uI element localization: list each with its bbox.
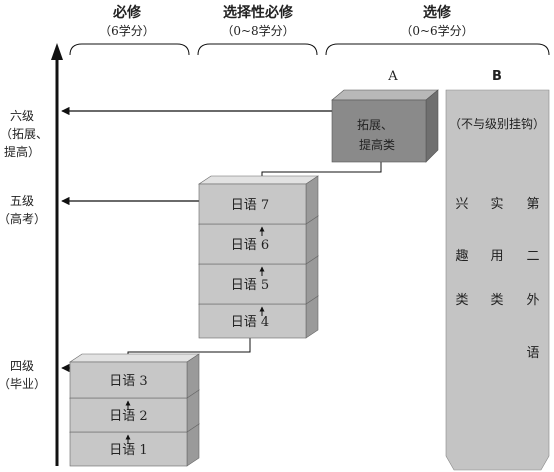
- svg-text:（高考）: （高考）: [0, 211, 46, 226]
- elective-a-block: 拓展、 提高类: [331, 89, 439, 163]
- elective-a-line-1: 拓展、: [357, 118, 393, 132]
- svg-text:提高）: 提高）: [4, 144, 40, 159]
- svg-text:类: 类: [455, 293, 468, 308]
- course-block-japanese-7: 日语 7: [198, 175, 319, 225]
- elective-b-panel: （不与级别挂钩） 兴 趣 类 实 用 类 第 二 外 语: [445, 89, 550, 471]
- header-selective-credits: （0~8学分）: [221, 23, 294, 38]
- course-block-japanese-3: 日语 3: [69, 353, 200, 399]
- level-label-four: 四级 （毕业）: [0, 359, 46, 391]
- svg-text:五级: 五级: [10, 194, 34, 208]
- svg-text:（毕业）: （毕业）: [0, 377, 46, 391]
- elective-b-column-practical: 实 用 类: [490, 197, 503, 308]
- svg-text:二: 二: [526, 249, 539, 264]
- svg-text:日语 6: 日语 6: [231, 238, 269, 253]
- svg-text:用: 用: [490, 249, 503, 264]
- compulsory-stack: 日语 1 日语 2 日语 3: [69, 353, 200, 467]
- header-elective-credits: （0~6学分）: [400, 23, 473, 38]
- elective-b-column-interest: 兴 趣 类: [455, 197, 468, 308]
- svg-text:外: 外: [526, 293, 539, 308]
- svg-text:兴: 兴: [455, 197, 468, 212]
- svg-text:日语 2: 日语 2: [109, 409, 147, 424]
- header-compulsory-credits: （6学分）: [99, 23, 155, 38]
- level-axis-arrowhead: [51, 43, 63, 60]
- svg-text:实: 实: [490, 197, 503, 212]
- svg-text:类: 类: [490, 293, 503, 308]
- svg-text:日语 7: 日语 7: [231, 198, 269, 213]
- level-label-six: 六级 （拓展、 提高）: [0, 109, 48, 159]
- svg-text:四级: 四级: [10, 359, 34, 373]
- svg-text:第: 第: [526, 197, 539, 212]
- elective-b-column-second-language: 第 二 外 语: [526, 197, 539, 361]
- elective-a-label: A: [387, 69, 398, 84]
- svg-text:趣: 趣: [455, 249, 468, 264]
- header-elective-bracket: [325, 43, 550, 56]
- svg-text:（拓展、: （拓展、: [0, 127, 48, 141]
- svg-text:日语 5: 日语 5: [231, 278, 269, 293]
- selective-stack: 日语 4 日语 5 日语 6 日语 7: [198, 175, 319, 339]
- svg-text:六级: 六级: [10, 109, 34, 123]
- svg-text:日语 1: 日语 1: [109, 443, 147, 458]
- level-label-five: 五级 （高考）: [0, 194, 46, 226]
- elective-b-label: B: [492, 69, 502, 84]
- header-selective-bracket: [197, 43, 318, 56]
- elective-a-line-2: 提高类: [359, 137, 395, 152]
- svg-text:日语 4: 日语 4: [231, 315, 269, 330]
- header-compulsory-bracket: [69, 43, 190, 56]
- header-compulsory-title: 必修: [112, 4, 142, 21]
- elective-b-note: （不与级别挂钩）: [449, 117, 545, 131]
- svg-text:语: 语: [526, 346, 539, 361]
- svg-text:日语 3: 日语 3: [109, 374, 147, 389]
- header-elective-title: 选修: [423, 4, 452, 21]
- header-selective-title: 选择性必修: [223, 4, 294, 21]
